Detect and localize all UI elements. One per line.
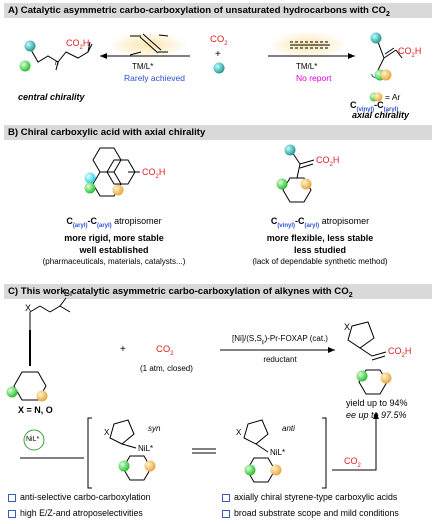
left-note: Rarely achieved	[124, 73, 185, 83]
co2-arrow-label: CO2	[344, 456, 361, 469]
section-a-header: A) Catalytic asymmetric carbo-carboxylat…	[4, 3, 432, 18]
center-co2: CO2	[210, 34, 228, 47]
substrate-structure	[13, 297, 71, 401]
green-ball-syn	[118, 460, 130, 472]
yellow-ball-p	[380, 372, 392, 384]
bracket	[87, 417, 327, 489]
bullet-4: broad substrate scope and mild condition…	[222, 508, 399, 518]
section-b-header: B) Chiral carboxylic acid with axial chi…	[4, 125, 432, 140]
section-c-header: C) This work: catalytic asymmetric carbo…	[4, 284, 432, 299]
yield-label: yield up to 94%	[346, 398, 408, 408]
left-catalyst: TM/L*	[132, 62, 154, 71]
alkyne-structure	[290, 41, 330, 49]
yellow-ball-anti	[270, 464, 282, 476]
right-co2h-label: CO2H	[398, 46, 422, 59]
yellow-ball-legend	[373, 92, 383, 102]
bullet-square-icon	[222, 493, 230, 502]
x-label-substrate: X	[25, 303, 32, 313]
section-a-title: A) Catalytic asymmetric carbo-carboxylat…	[8, 5, 386, 16]
green-ball-anti	[244, 464, 256, 476]
teal-ball-b	[284, 144, 296, 156]
anti-x: X	[236, 428, 242, 437]
center-plus: +	[215, 49, 221, 60]
product-x: X	[344, 322, 351, 332]
x-definition: X = N, O	[18, 405, 53, 415]
left-product-structure	[19, 40, 93, 72]
section-b-title: B) Chiral carboxylic acid with axial chi…	[8, 127, 206, 138]
bullet-1: anti-selective carbo-carboxylation	[8, 492, 151, 502]
b-right-co2h: CO2H	[316, 155, 340, 168]
left-co2h-label: CO2H	[66, 38, 90, 51]
styrene-structure	[282, 151, 315, 203]
b-left-caption: C(aryl)-C(aryl) atropisomer more rigid, …	[42, 216, 186, 266]
green-ball	[19, 60, 31, 72]
yellow-ball-c	[36, 390, 48, 402]
anti-label: anti	[282, 424, 295, 433]
bullet-square-icon	[8, 509, 16, 518]
bullet-3: high E/Z-and atroposelectivities	[8, 508, 143, 518]
ee-label: ee up to 97.5%	[346, 410, 407, 420]
product-co2h: CO2H	[388, 346, 412, 359]
syn-nil: NiL*	[138, 444, 154, 453]
teal-ball-center	[213, 62, 225, 74]
cyan-ball	[84, 172, 96, 184]
yellow-ball-b	[112, 184, 124, 196]
yellow-ball-syn	[144, 460, 156, 472]
plus-c: +	[120, 344, 126, 355]
right-note: No report	[296, 73, 332, 83]
alkene-structure	[129, 33, 169, 56]
co2-c: CO2	[156, 344, 174, 357]
catalyst-label: [Ni]/(S,Sp)-Pr-FOXAP (cat.)	[232, 334, 328, 346]
vinyl-aryl-label: C(vinyl)-C(aryl)	[350, 100, 399, 113]
syn-x: X	[104, 428, 110, 437]
reductant-label: reductant	[263, 355, 297, 364]
teal-ball	[24, 40, 36, 52]
right-catalyst: TM/L*	[296, 62, 318, 71]
co2-conditions: (1 atm, closed)	[140, 364, 193, 373]
axial-chirality-label: axial chirality	[352, 110, 410, 120]
central-chirality-label: central chirality	[18, 92, 85, 102]
yellow-ball-b2	[300, 178, 312, 190]
product-structure	[347, 321, 388, 395]
br-label: Br	[64, 288, 73, 298]
green-ball-p	[356, 370, 368, 382]
co2-arrow	[332, 412, 379, 471]
yellow-ball-right	[380, 69, 392, 81]
green-ball-b2	[276, 178, 288, 190]
n-label: n	[55, 60, 59, 67]
green-ball-b	[84, 182, 96, 194]
b-right-caption: C(vinyl)-C(aryl) atropisomer more flexib…	[252, 216, 388, 266]
nil-circle-label: NiL*	[26, 436, 40, 443]
right-product-structure	[371, 41, 403, 80]
ar-label: = Ar	[385, 92, 401, 102]
nil-circle	[23, 429, 45, 451]
section-c-title: C) This work: catalytic asymmetric carbo…	[8, 286, 349, 297]
bullet-square-icon	[8, 493, 16, 502]
anti-nil: NiL*	[270, 448, 286, 457]
syn-label: syn	[148, 424, 161, 433]
teal-ball-right	[370, 32, 382, 44]
bullet-2: axially chiral styrene-type carboxylic a…	[222, 492, 397, 502]
green-ball-c	[6, 386, 18, 398]
bullet-square-icon	[222, 509, 230, 518]
b-left-co2h: CO2H	[142, 167, 166, 180]
